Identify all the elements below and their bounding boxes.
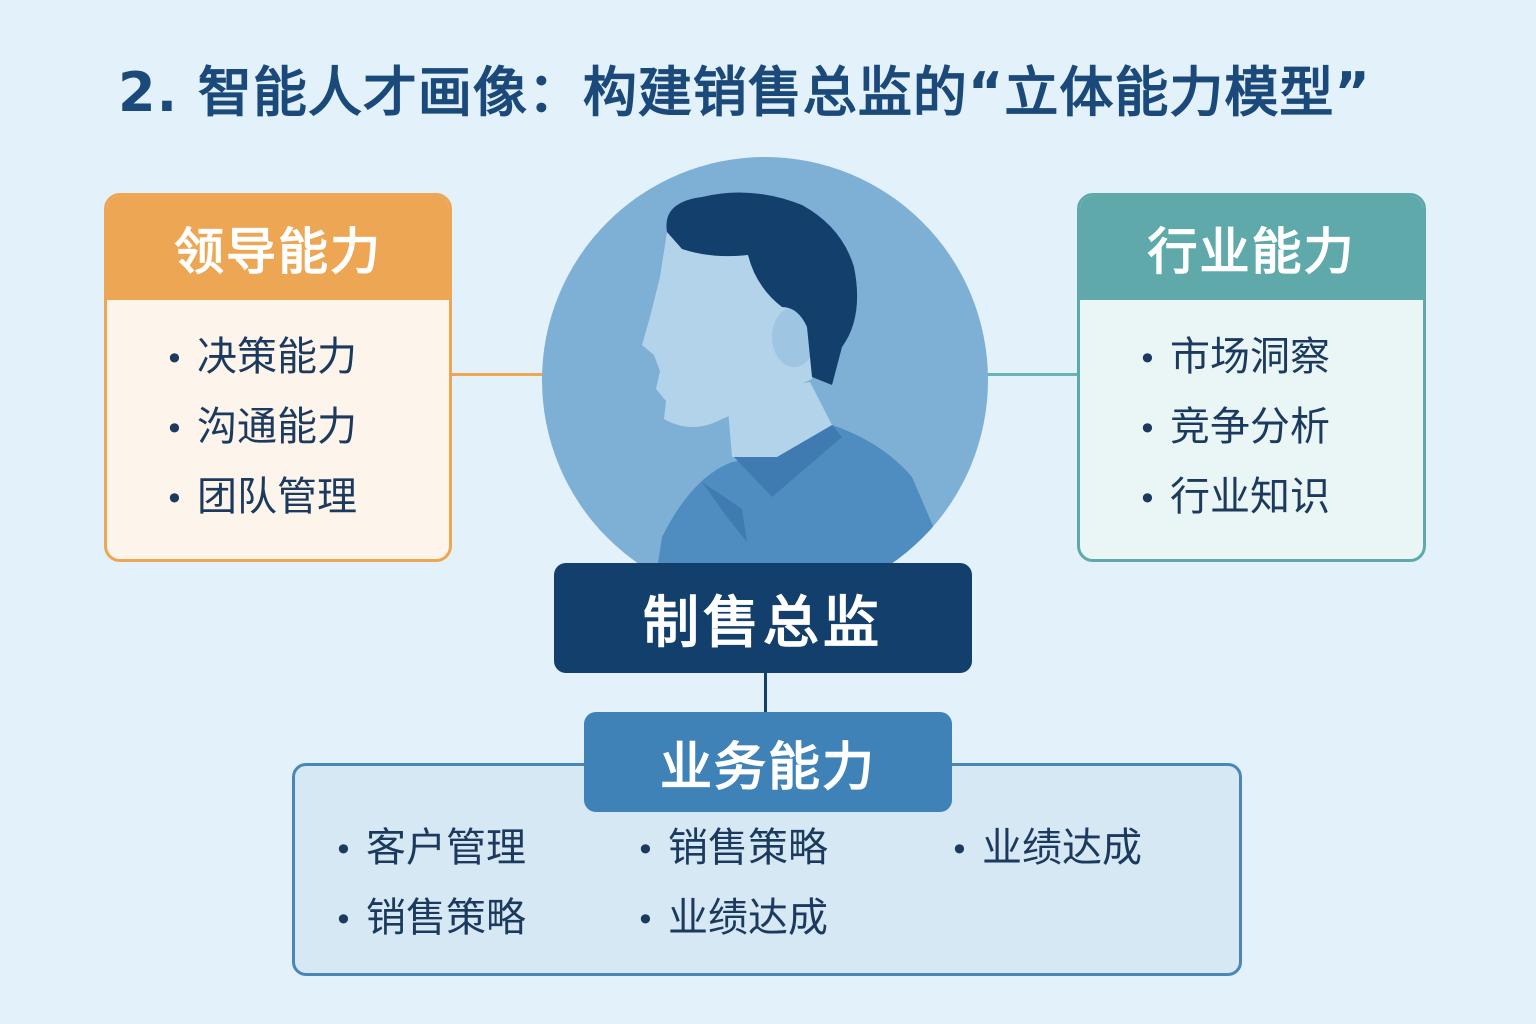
list-item: •业绩达成 xyxy=(950,818,1142,878)
bullet-icon: • xyxy=(1138,410,1157,448)
list-item: •销售策略 xyxy=(334,888,526,948)
bullet-icon: • xyxy=(334,831,353,869)
list-item: •市场洞察 xyxy=(1138,322,1423,392)
list-item: •沟通能力 xyxy=(165,392,449,462)
business-heading: 业务能力 xyxy=(584,712,952,812)
bullet-icon: • xyxy=(1138,480,1157,518)
list-item: •客户管理 xyxy=(334,818,526,878)
leadership-heading: 领导能力 xyxy=(107,196,449,300)
bullet-icon: • xyxy=(636,831,655,869)
list-item: •决策能力 xyxy=(165,322,449,392)
bullet-icon: • xyxy=(165,340,184,378)
bullet-icon: • xyxy=(1138,340,1157,378)
industry-heading: 行业能力 xyxy=(1080,196,1423,300)
connector-business xyxy=(764,672,767,716)
list-item: •销售策略 xyxy=(636,818,828,878)
list-item: •团队管理 xyxy=(165,462,449,532)
person-profile-icon xyxy=(542,157,988,603)
industry-card: 行业能力 •市场洞察 •竞争分析 •行业知识 xyxy=(1077,193,1426,562)
bullet-icon: • xyxy=(165,410,184,448)
bullet-icon: • xyxy=(165,480,184,518)
leadership-list: •决策能力 •沟通能力 •团队管理 xyxy=(107,300,449,532)
bullet-icon: • xyxy=(334,901,353,939)
bullet-icon: • xyxy=(636,901,655,939)
connector-leadership xyxy=(452,373,544,376)
list-item: •业绩达成 xyxy=(636,888,828,948)
page-title: 2. 智能人才画像：构建销售总监的“立体能力模型” xyxy=(118,61,1371,124)
bullet-icon: • xyxy=(950,831,969,869)
connector-industry xyxy=(986,373,1078,376)
list-item: •竞争分析 xyxy=(1138,392,1423,462)
center-role-label: 制售总监 xyxy=(554,563,972,673)
leadership-card: 领导能力 •决策能力 •沟通能力 •团队管理 xyxy=(104,193,452,562)
industry-list: •市场洞察 •竞争分析 •行业知识 xyxy=(1080,300,1423,532)
list-item: •行业知识 xyxy=(1138,462,1423,532)
